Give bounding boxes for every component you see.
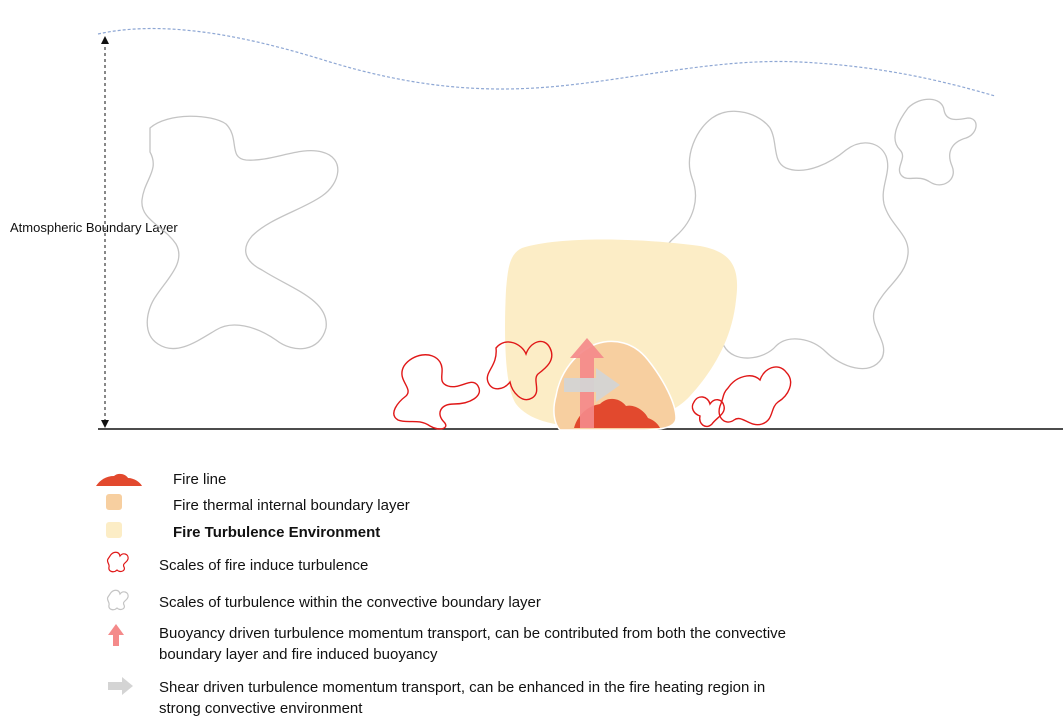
legend-buoyancy-line-2: boundary layer and fire induced buoyancy	[159, 646, 438, 663]
fire-turbulence-eddy-icon	[107, 552, 128, 571]
fire-tibl-swatch-icon	[106, 494, 122, 510]
legend-fire-line: Fire line	[173, 471, 226, 488]
fire-line-icon	[96, 474, 142, 486]
legend-shear-line-2: strong convective environment	[159, 700, 363, 717]
legend-fire-induced-turbulence: Scales of fire induce turbulence	[159, 557, 368, 574]
legend-fire-turbulence-environment: Fire Turbulence Environment	[173, 524, 380, 541]
legend-buoyancy-line-1: Buoyancy driven turbulence momentum tran…	[159, 625, 786, 642]
legend-shear-line-1: Shear driven turbulence momentum transpo…	[159, 679, 765, 696]
boundary-layer-height-arrow-bottom	[101, 420, 109, 428]
fire-eddy-right-large	[719, 367, 791, 425]
legend-fire-tibl: Fire thermal internal boundary layer	[173, 497, 410, 514]
buoyancy-arrow-icon	[108, 624, 124, 646]
legend-convective-turbulence: Scales of turbulence within the convecti…	[159, 594, 541, 611]
convective-eddy-small	[895, 99, 976, 185]
boundary-layer-top-line	[98, 29, 995, 96]
fire-eddy-left	[394, 355, 480, 429]
convective-eddy-icon	[107, 590, 128, 609]
shear-arrow-icon	[108, 677, 133, 695]
fire-turbulence-env-swatch-icon	[106, 522, 122, 538]
